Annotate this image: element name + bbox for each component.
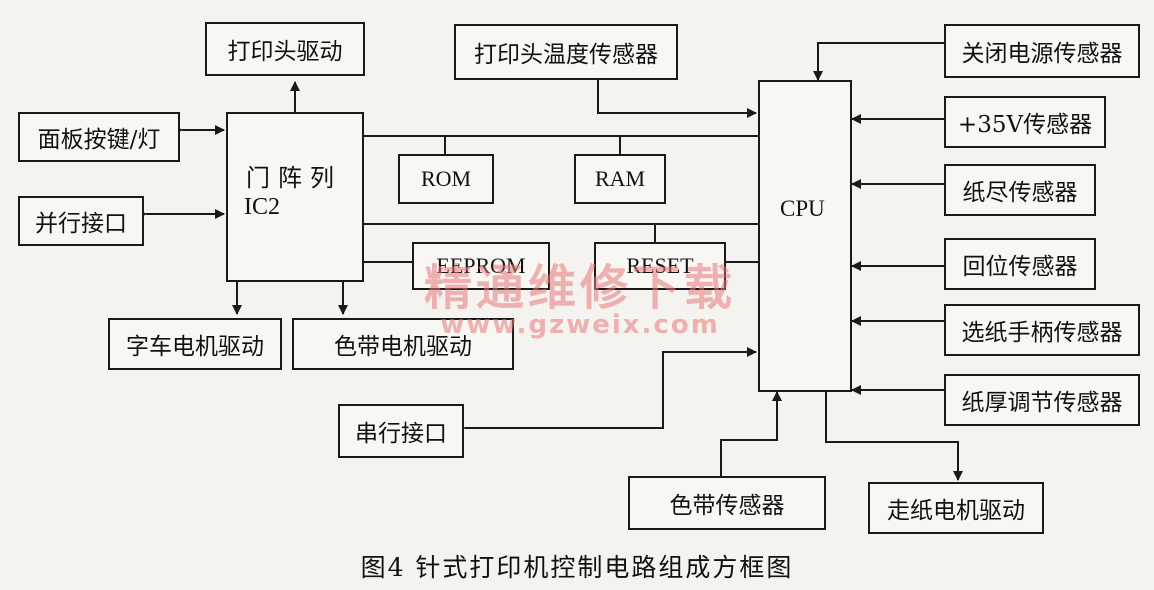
ram-box: RAM xyxy=(574,154,666,204)
paper-thickness-sensor-box: 纸厚调节传感器 xyxy=(944,374,1140,426)
cpu-label: CPU xyxy=(780,196,825,221)
wire-serial-cpu xyxy=(456,347,757,433)
home-position-sensor-box: 回位传感器 xyxy=(944,238,1096,290)
panel-keys-box: 面板按键/灯 xyxy=(18,112,180,162)
parallel-port-box: 并行接口 xyxy=(18,196,144,246)
gate-array-ic2: 门阵列 IC2 xyxy=(226,112,364,282)
head-temp-sensor-box: 打印头温度传感器 xyxy=(454,24,678,80)
cpu-block: CPU xyxy=(758,80,852,392)
reset-box: RESET xyxy=(594,242,726,290)
print-head-drive-box: 打印头驱动 xyxy=(205,22,365,76)
paper-feed-motor-drive-box: 走纸电机驱动 xyxy=(868,482,1044,534)
paper-end-sensor-box: 纸尽传感器 xyxy=(944,164,1096,216)
paper-select-lever-sensor-box: 选纸手柄传感器 xyxy=(944,304,1140,356)
figure-caption: 图4 针式打印机控制电路组成方框图 xyxy=(360,553,794,582)
ribbon-sensor-box: 色带传感器 xyxy=(628,476,826,530)
rom-box: ROM xyxy=(398,154,494,204)
eeprom-box: EEPROM xyxy=(412,242,550,290)
power-off-sensor-box: 关闭电源传感器 xyxy=(944,24,1140,78)
wire-headtemp-cpu xyxy=(597,80,757,118)
wire-poweroff-cpu xyxy=(813,42,944,81)
gate-array-label: 门阵列 xyxy=(246,164,342,192)
wire-ribbonsensor-cpu xyxy=(720,391,782,476)
carriage-motor-drive-box: 字车电机驱动 xyxy=(108,318,282,370)
wire-cpu-paperfeed xyxy=(825,392,963,481)
ribbon-motor-drive-box: 色带电机驱动 xyxy=(292,318,514,370)
v35-sensor-box: +35V传感器 xyxy=(944,96,1106,148)
gate-array-chip-label: IC2 xyxy=(244,194,280,220)
serial-port-box: 串行接口 xyxy=(338,404,464,458)
